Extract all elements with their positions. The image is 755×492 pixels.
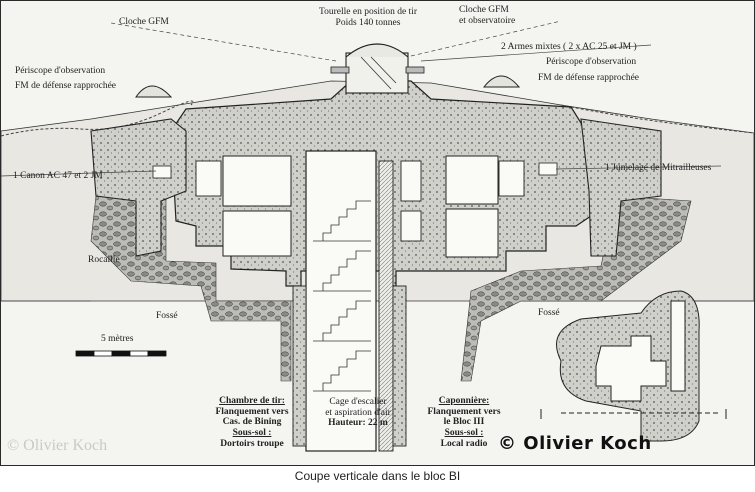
label-cloche-gfm-obs: Cloche GFM et observatoire <box>459 5 516 26</box>
turret-dome <box>345 43 409 58</box>
label-jumelage: 1 Jumelage de Mitrailleuses <box>605 163 712 173</box>
scale-bar <box>75 350 167 357</box>
legend-cage-escalier: Cage d'escalier et aspiration d'air Haut… <box>325 397 391 429</box>
turret-gun-right <box>405 66 425 74</box>
ventilation-shaft-2 <box>400 210 422 242</box>
image-caption: Coupe verticale dans le bloc BI <box>294 469 461 483</box>
room-right-small <box>498 160 525 197</box>
right-caponniere <box>580 118 662 257</box>
label-periscope-right: Périscope d'observation <box>546 57 637 67</box>
label-fosse-left: Fossé <box>156 311 178 321</box>
grass-line-right <box>560 104 754 134</box>
sight-lines <box>1 20 722 177</box>
room-right-upper <box>445 155 499 205</box>
label-fm-left: FM de défense rapprochée <box>15 81 117 91</box>
turret-body <box>345 52 409 94</box>
room-left-upper <box>222 155 292 207</box>
diagram-frame: Cloche GFM Tourelle en position de tir P… <box>0 0 755 466</box>
plan-inset <box>540 290 727 442</box>
room-right-lower <box>445 208 499 258</box>
legend-caponniere: Caponnière: Flanquement vers le Bloc III… <box>427 396 501 449</box>
label-tourelle: Tourelle en position de tir Poids 140 to… <box>318 7 417 28</box>
credit: © Olivier Koch <box>498 433 652 454</box>
cloche-gfm-left <box>135 85 173 98</box>
label-rocaille: Rocaille <box>88 255 120 265</box>
label-periscope-left: Périscope d'observation <box>15 66 106 76</box>
rocaille-fill-right <box>460 195 692 382</box>
label-cloche-gfm-left: Cloche GFM <box>119 17 169 27</box>
label-canon: 1 Canon AC 47 et 2 JM <box>13 171 103 181</box>
label-fm-right: FM de défense rapprochée <box>538 73 640 83</box>
label-fosse-right: Fossé <box>538 308 560 318</box>
ventilation-shaft <box>400 160 422 202</box>
label-scale: 5 mètres <box>101 334 134 344</box>
left-casemate <box>90 118 187 257</box>
turret-gun-left <box>330 66 350 74</box>
shaft-wall-left <box>292 285 307 447</box>
bunker-cross-section <box>1 20 754 452</box>
shaft-wall-right <box>392 285 407 447</box>
cloche-gfm-right <box>482 75 521 88</box>
watermark: © Olivier Koch <box>7 437 108 454</box>
legend-chambre-de-tir: Chambre de tir: Flanquement vers Cas. de… <box>215 396 289 449</box>
staircase <box>313 200 371 392</box>
room-left-small <box>195 160 222 197</box>
room-left-lower <box>222 210 292 257</box>
label-armes-mixtes: 2 Armes mixtes ( 2 x AC 25 et JM ) <box>501 42 637 52</box>
